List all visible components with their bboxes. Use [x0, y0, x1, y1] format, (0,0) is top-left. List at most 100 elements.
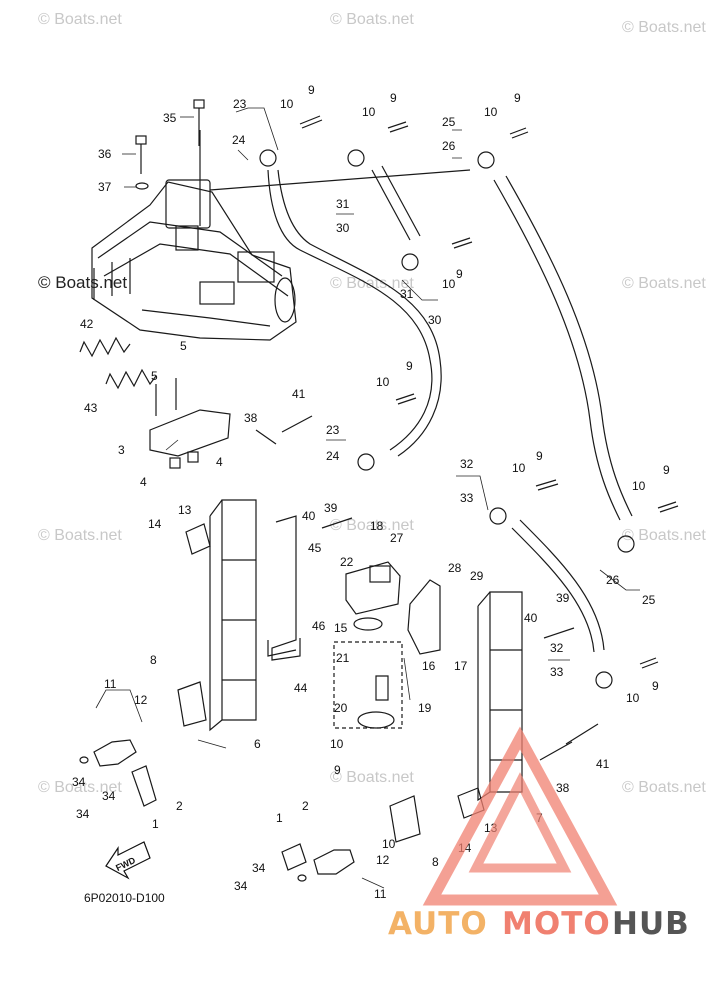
callout-29: 29 [470, 569, 484, 583]
watermark-mid-left: © Boats.net [38, 273, 127, 292]
watermark-bottom-left: © Boats.net [38, 779, 122, 796]
watermark-bottom-center: © Boats.net [330, 769, 414, 786]
watermark-bottom-right: © Boats.net [622, 779, 706, 796]
callout-28: 28 [448, 561, 462, 575]
callout-9-mid-b: 9 [406, 359, 413, 373]
logo-text-auto: AUTO [388, 906, 488, 942]
automotohub-logo: AUTO MOTO HUB [388, 726, 689, 942]
callout-21: 21 [336, 651, 350, 665]
long-bolts-lower [255, 415, 599, 761]
fwd-arrow-icon: FWD [105, 841, 151, 880]
watermark-group: © Boats.net © Boats.net © Boats.net © Bo… [38, 11, 706, 796]
injector-bottom [281, 843, 355, 882]
callout-36: 36 [98, 147, 112, 161]
leader-lines [95, 107, 640, 889]
callout-6: 6 [254, 737, 261, 751]
callout-41-upper: 41 [292, 387, 306, 401]
callout-27: 27 [390, 531, 404, 545]
callout-2-upper: 2 [176, 799, 183, 813]
callout-10-top-a: 10 [280, 97, 294, 111]
logo-text-moto: MOTO [502, 906, 611, 942]
callout-8-upper: 8 [150, 653, 157, 667]
callout-9-top-a: 9 [308, 83, 315, 97]
bracket-13-upper [185, 523, 211, 555]
callout-10-lower-c: 10 [382, 837, 396, 851]
callout-42: 42 [80, 317, 94, 331]
callout-38-upper: 38 [244, 411, 258, 425]
callout-9-mid-a: 9 [456, 267, 463, 281]
callout-8-lower: 8 [432, 855, 439, 869]
callout-31-top: 31 [336, 197, 350, 211]
fuel-hoses [209, 165, 633, 653]
watermark-low-left: © Boats.net [38, 527, 122, 544]
diagram-code: 6P02010-D100 [84, 891, 165, 905]
callout-1-upper: 1 [152, 817, 159, 831]
callout-10-lower-a: 10 [626, 691, 640, 705]
callout-38-lower: 38 [556, 781, 570, 795]
callout-2-lower: 2 [302, 799, 309, 813]
watermark-top-left: © Boats.net [38, 11, 122, 28]
callout-46: 46 [312, 619, 326, 633]
callout-9-top-c: 9 [514, 91, 521, 105]
callout-30-mid: 30 [428, 313, 442, 327]
bracket-3 [149, 378, 231, 469]
clip-8-upper [177, 681, 207, 727]
callout-25-top: 25 [442, 115, 456, 129]
callout-34-left-a: 34 [72, 775, 86, 789]
callout-11-left: 11 [104, 677, 117, 691]
bracket-44 [267, 515, 301, 661]
long-bolts [135, 99, 205, 190]
callout-13-upper: 13 [178, 503, 192, 517]
callout-26-lower: 26 [606, 573, 620, 587]
callout-24-mid: 24 [326, 449, 340, 463]
pressure-regulator [333, 561, 403, 729]
callout-5-left: 5 [151, 369, 158, 383]
injector-left [79, 739, 157, 807]
callout-3: 3 [118, 443, 125, 457]
callout-17: 17 [454, 659, 468, 673]
callout-10-top-c: 10 [484, 105, 498, 119]
callout-34-lower-b: 34 [234, 879, 248, 893]
callout-33-lower: 33 [550, 665, 564, 679]
callout-10-top-b: 10 [362, 105, 376, 119]
callout-40-upper: 40 [302, 509, 316, 523]
callout-18: 18 [370, 519, 384, 533]
callout-34-left-c: 34 [76, 807, 90, 821]
callout-23-top: 23 [233, 97, 247, 111]
callout-30-top: 30 [336, 221, 350, 235]
callout-22: 22 [340, 555, 354, 569]
watermark-mid-right: © Boats.net [622, 275, 706, 292]
callout-16: 16 [422, 659, 436, 673]
callout-26-top: 26 [442, 139, 456, 153]
bracket-16 [407, 579, 441, 655]
watermark-top-center: © Boats.net [330, 11, 414, 28]
callout-9-lower-a: 9 [652, 679, 659, 693]
callout-31-mid: 31 [400, 287, 414, 301]
callout-4-right: 4 [216, 455, 223, 469]
throttle-body-assembly [91, 130, 297, 341]
callout-14-upper: 14 [148, 517, 162, 531]
callout-5-right: 5 [180, 339, 187, 353]
callout-12-left: 12 [134, 693, 148, 707]
parts-line-art [79, 99, 679, 889]
callout-33-upper: 33 [460, 491, 474, 505]
callout-10-lower-b: 10 [330, 737, 344, 751]
callout-39-lower: 39 [556, 591, 570, 605]
callout-37: 37 [98, 180, 112, 194]
callout-9-mid-d: 9 [663, 463, 670, 477]
springs [79, 336, 157, 390]
callout-25-lower: 25 [642, 593, 656, 607]
fuel-rail-left [209, 499, 257, 732]
watermark-low-center: © Boats.net [330, 517, 414, 534]
watermark-low-right: © Boats.net [622, 527, 706, 544]
callout-10-mid-a: 10 [442, 277, 456, 291]
callout-44: 44 [294, 681, 308, 695]
callout-34-left-b: 34 [102, 789, 116, 803]
bolts [299, 115, 679, 669]
watermark-top-right: © Boats.net [622, 19, 706, 36]
callout-12-lower: 12 [376, 853, 390, 867]
callout-9-lower-b: 9 [334, 763, 341, 777]
clip-8-lower [389, 795, 421, 843]
